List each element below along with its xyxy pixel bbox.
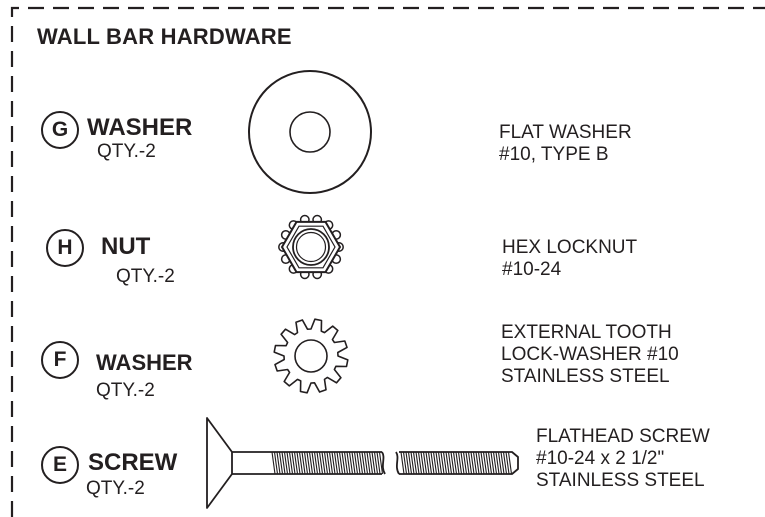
- description-line: STAINLESS STEEL: [536, 470, 705, 491]
- part-name: SCREW: [88, 449, 178, 476]
- description-line: HEX LOCKNUT: [502, 237, 638, 258]
- part-description: FLAT WASHER #10, TYPE B: [499, 122, 632, 166]
- part-description: HEX LOCKNUT #10-24: [502, 237, 637, 281]
- description-line: FLATHEAD SCREW: [536, 426, 710, 447]
- description-line: #10-24: [502, 259, 562, 280]
- part-name: WASHER: [96, 350, 193, 375]
- description-line: EXTERNAL TOOTH: [501, 322, 672, 343]
- part-qty: QTY.-2: [86, 478, 145, 499]
- part-letter-badge: F: [41, 341, 79, 379]
- part-qty: QTY.-2: [116, 266, 175, 287]
- description-line: LOCK-WASHER #10: [501, 344, 679, 365]
- part-description: FLATHEAD SCREW #10-24 x 2 1/2" STAINLESS…: [536, 426, 710, 492]
- part-qty: QTY.-2: [97, 141, 156, 162]
- description-line: FLAT WASHER: [499, 122, 632, 143]
- description-line: STAINLESS STEEL: [501, 366, 670, 387]
- part-name: NUT: [101, 233, 151, 260]
- part-qty: QTY.-2: [96, 380, 155, 401]
- part-letter-badge: G: [41, 111, 79, 149]
- description-line: #10-24 x 2 1/2": [536, 448, 665, 469]
- page-title: WALL BAR HARDWARE: [37, 24, 292, 49]
- part-description: EXTERNAL TOOTH LOCK-WASHER #10 STAINLESS…: [501, 322, 679, 388]
- part-name: WASHER: [87, 114, 193, 141]
- part-letter-badge: E: [41, 446, 79, 484]
- description-line: #10, TYPE B: [499, 144, 609, 165]
- part-letter-badge: H: [46, 229, 84, 267]
